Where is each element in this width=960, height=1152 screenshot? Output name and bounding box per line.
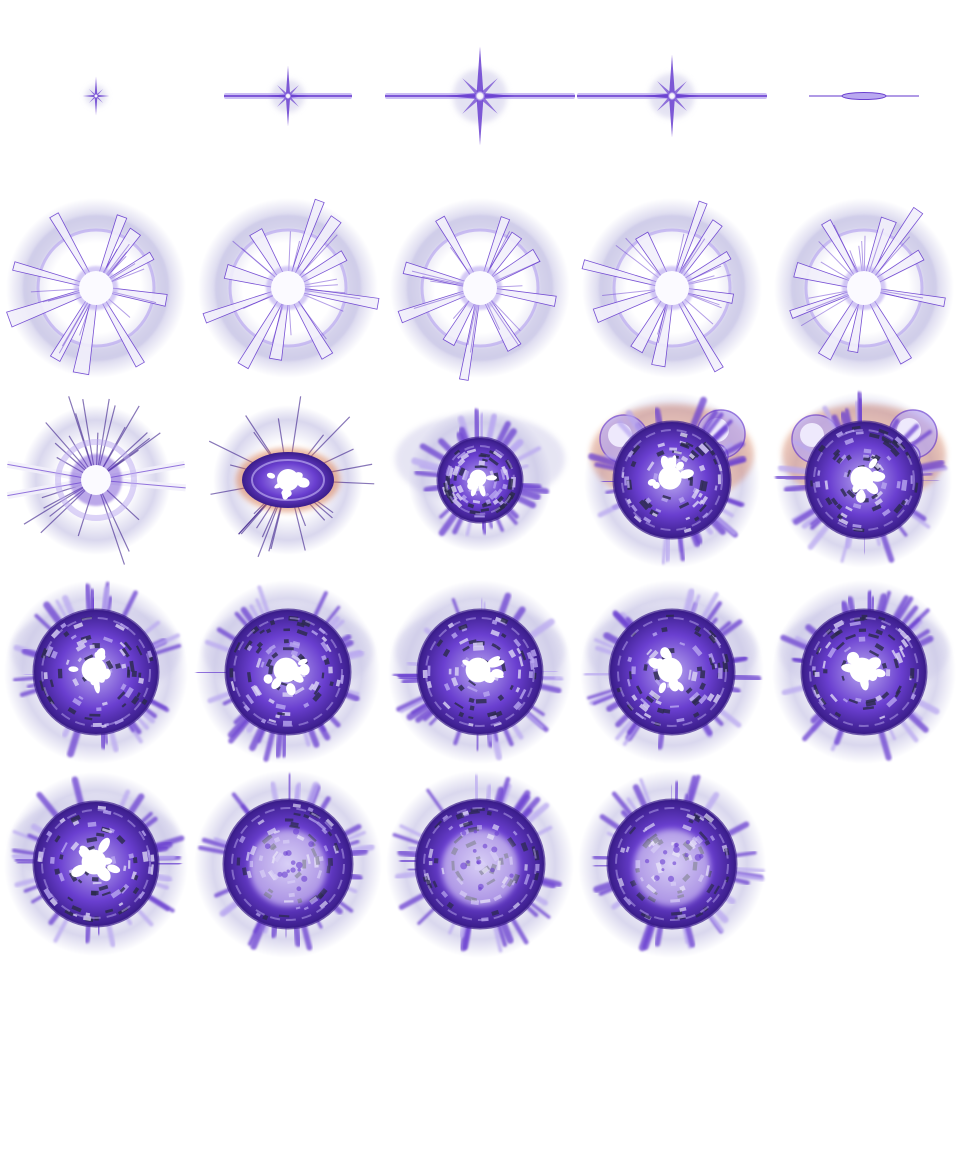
sprite-frame-17 [192,576,384,768]
effect-spark-star [82,76,110,116]
effect-ring [390,198,570,381]
sprite-frame-19 [576,576,768,768]
effect-orb-fade [194,770,382,958]
effect-burst [6,396,186,565]
sprite-frame-1 [0,0,192,192]
sprite-frame-7 [192,192,384,384]
sprite-frame-4 [576,0,768,192]
effect-spark-star [224,65,352,127]
sprite-frame-3 [384,0,576,192]
sprite-frame-5 [768,0,960,192]
effect-orb [580,580,764,764]
sprite-frame-13 [384,384,576,576]
effect-ellipse [208,396,375,558]
sprite-frame-11 [0,384,192,576]
effect-spark-star [385,46,575,146]
sprite-frame-8 [384,192,576,384]
sprite-frame-24 [576,768,768,960]
sprite-frame-20 [768,576,960,768]
sprite-frame-12 [192,384,384,576]
sprite-frame-23 [384,768,576,960]
sprite-frame-16 [0,576,192,768]
sprite-frame-14 [576,384,768,576]
effect-orb [195,580,380,764]
effect-orb [4,772,188,956]
effect-spark-star [577,54,767,138]
sprite-frame-21 [0,768,192,960]
effect-orb [772,580,956,764]
effect-ring [6,198,186,378]
effect-orb-fade [578,770,766,958]
effect-orb-bubbles [584,392,760,568]
effect-ring [198,198,380,378]
sprite-frame-15 [768,384,960,576]
effect-ring [581,198,762,378]
sprite-frame-2 [192,0,384,192]
effect-spark-flat [809,92,919,100]
effect-orb-fade [386,770,574,958]
sprite-frame-10 [768,192,960,384]
effect-ring [774,198,954,378]
effect-orb [4,580,188,764]
sprite-frame-9 [576,192,768,384]
sprite-frame-22 [192,768,384,960]
effect-orb-small [395,408,565,552]
effect-orb [388,580,572,764]
sprite-frame-18 [384,576,576,768]
sprite-frame-6 [0,192,192,384]
effect-orb-bubbles [775,391,952,568]
